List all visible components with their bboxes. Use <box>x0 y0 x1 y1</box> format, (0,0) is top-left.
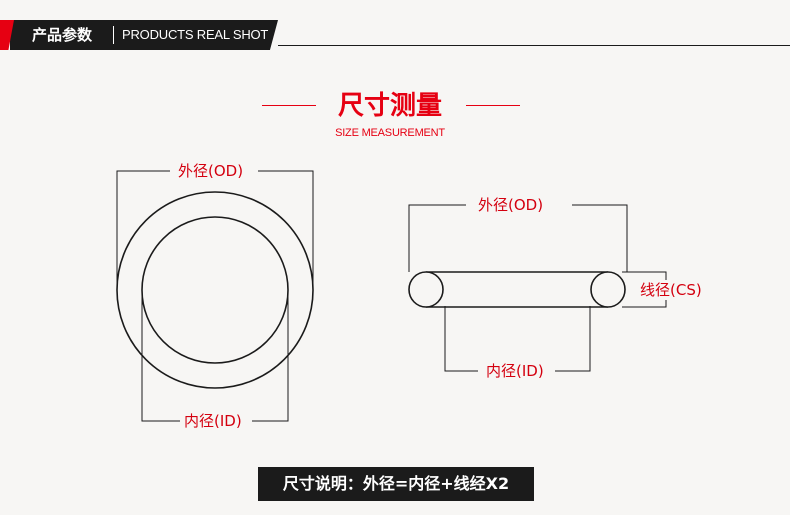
ring-inner-circle <box>141 216 289 364</box>
title-line-right <box>466 105 520 106</box>
header-separator <box>113 26 114 44</box>
left-od-bracket-left <box>116 170 170 295</box>
right-cs-label: 线径(CS) <box>636 280 706 300</box>
right-od-bracket-left <box>408 204 466 272</box>
cs-bracket-bottom <box>622 300 667 308</box>
left-id-bracket-right <box>252 295 289 422</box>
side-view-right-cross-section <box>590 271 626 308</box>
left-od-label: 外径(OD) <box>174 161 248 181</box>
left-id-label: 内径(ID) <box>180 411 246 431</box>
right-id-bracket-left <box>444 306 478 372</box>
formula-box: 尺寸说明：外径=内径+线经X2 <box>258 467 534 501</box>
section-title-cn: 尺寸测量 <box>337 91 442 121</box>
header-title-cn: 产品参数 <box>32 26 93 44</box>
header-bar <box>10 20 278 50</box>
right-od-bracket-right <box>572 204 628 272</box>
header-banner: 产品参数 PRODUCTS REAL SHOT <box>0 0 790 50</box>
formula-text: 尺寸说明：外径=内径+线经X2 <box>282 474 510 493</box>
section-title-en: SIZE MEASUREMENT <box>335 127 445 139</box>
cs-bracket-top <box>622 271 667 280</box>
ring-outer-circle <box>116 191 314 389</box>
header-divider-line <box>278 45 790 46</box>
right-od-label: 外径(OD) <box>474 195 548 215</box>
header-title-en: PRODUCTS REAL SHOT <box>122 27 269 42</box>
right-id-bracket-right <box>555 306 591 372</box>
left-id-bracket-left <box>141 295 180 422</box>
title-line-left <box>262 105 316 106</box>
side-view-left-cross-section <box>408 271 444 308</box>
right-id-label: 内径(ID) <box>482 361 548 381</box>
left-od-bracket-right <box>258 170 314 295</box>
